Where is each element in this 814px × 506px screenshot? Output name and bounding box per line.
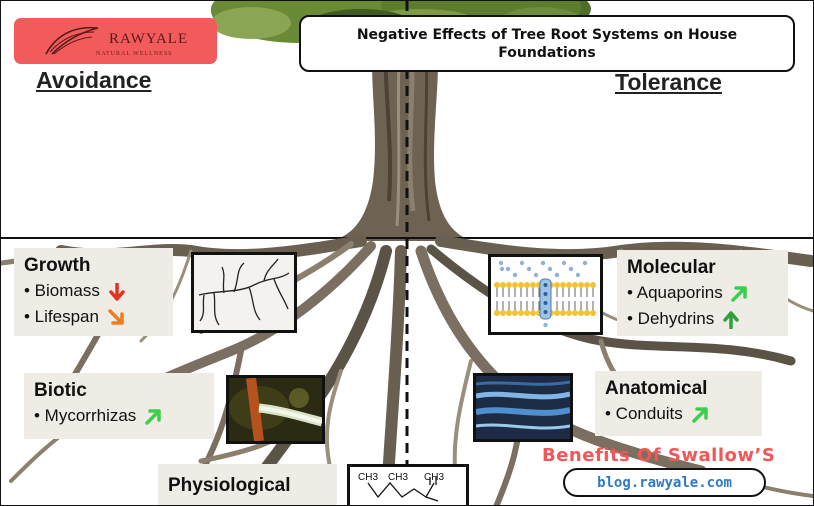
mycorrhizas-item: • Mycorrhizas: [34, 403, 204, 429]
growth-heading: Growth: [24, 255, 91, 276]
conduit-photo: [473, 373, 573, 442]
anatomical-heading: Anatomical: [605, 378, 708, 399]
mycorrhiza-photo: [226, 375, 325, 444]
leaf-logo-icon: [45, 26, 99, 55]
watermark-text: Benefits Of Swallow’S: [542, 445, 776, 466]
water-molecule: [543, 292, 548, 296]
water-molecule: [543, 301, 548, 305]
arrow-down-icon: [108, 282, 125, 301]
water-molecule: [512, 272, 518, 278]
root-photo-growth: [191, 252, 297, 333]
lipid-pair: [512, 282, 518, 316]
water-molecule: [505, 266, 511, 272]
biomass-item: • Biomass: [24, 278, 163, 304]
arrow-up-right-icon: [145, 409, 161, 425]
molecule-label-1: CH3: [358, 472, 378, 483]
water-molecule: [554, 272, 560, 278]
dehydrins-item: • Dehydrins: [627, 306, 778, 332]
water-molecule: [499, 266, 505, 272]
water-molecule: [540, 260, 546, 266]
physiological-box: Physiological: [158, 464, 337, 505]
lipid-pair: [494, 282, 500, 316]
rawyale-logo: RAWYALE NATURAL WELLNESS: [14, 18, 217, 64]
conduits-item: • Conduits: [605, 401, 752, 427]
water-molecule: [543, 322, 548, 328]
molecular-heading: Molecular: [627, 257, 716, 278]
lipid-pair: [500, 282, 506, 316]
water-molecule: [498, 260, 504, 266]
biotic-heading: Biotic: [34, 380, 87, 401]
lipid-pair: [506, 282, 512, 316]
heading-tolerance: Tolerance: [615, 69, 722, 95]
blog-url-link[interactable]: blog.rawyale.com: [563, 468, 766, 497]
lipid-pair: [554, 282, 560, 316]
lipid-pair: [590, 282, 596, 316]
logo-tagline: NATURAL WELLNESS: [96, 51, 173, 57]
water-molecule: [575, 272, 581, 278]
water-molecule: [568, 266, 574, 272]
water-molecule: [547, 266, 553, 272]
lipid-pair: [530, 282, 536, 316]
molecular-box: Molecular • Aquaporins • Dehydrins: [617, 250, 788, 336]
biotic-box: Biotic • Mycorrhizas: [24, 373, 214, 439]
aquaporins-item: • Aquaporins: [627, 280, 778, 306]
membrane-diagram: [488, 254, 603, 335]
logo-wordmark: RAWYALE: [109, 31, 189, 47]
lipid-pair: [518, 282, 524, 316]
arrow-up-icon: [723, 310, 739, 329]
anatomical-box: Anatomical • Conduits: [595, 371, 762, 436]
molecule-label-3: CH3: [424, 472, 444, 483]
lipid-pair: [584, 282, 590, 316]
aquaporin-channel: [539, 278, 552, 320]
molecule-diagram: CH3 CH3 CH3: [347, 464, 469, 505]
lipid-pair: [566, 282, 572, 316]
lipid-pair: [578, 282, 584, 316]
water-molecule: [526, 266, 532, 272]
water-molecule: [582, 260, 588, 266]
arrow-up-right-icon: [731, 286, 748, 302]
lipid-pair: [560, 282, 566, 316]
lipid-pair: [524, 282, 530, 316]
water-molecule: [519, 260, 525, 266]
lipid-pair: [572, 282, 578, 316]
water-molecule: [561, 260, 567, 266]
arrow-down-right-icon: [107, 309, 124, 325]
water-molecule: [543, 310, 548, 314]
water-molecule: [533, 272, 539, 278]
growth-box: Growth • Biomass • Lifespan: [14, 248, 173, 336]
arrow-up-right-icon: [691, 407, 708, 423]
lifespan-item: • Lifespan: [24, 304, 163, 330]
water-molecule: [543, 283, 548, 287]
molecule-label-2: CH3: [388, 472, 408, 483]
physiological-heading: Physiological: [168, 475, 291, 496]
heading-avoidance: Avoidance: [36, 67, 152, 93]
page-title: Negative Effects of Tree Root Systems on…: [299, 15, 795, 72]
